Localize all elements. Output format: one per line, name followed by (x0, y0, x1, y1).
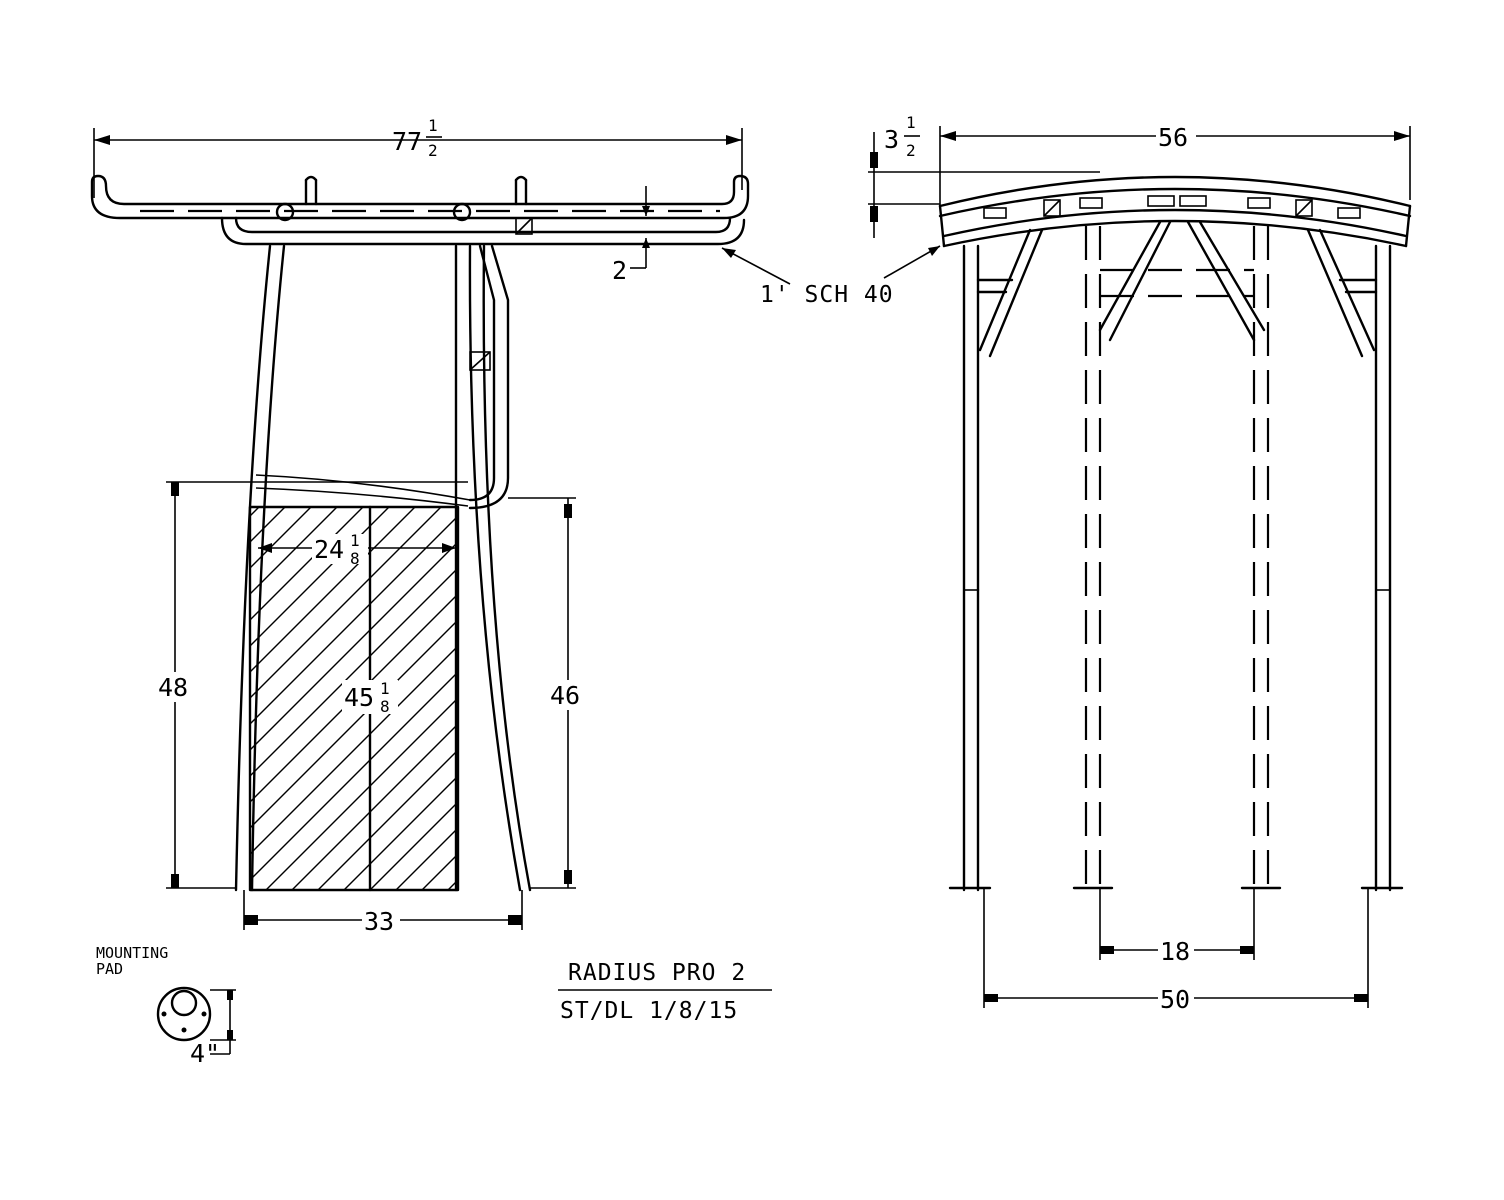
rise-num: 1 (906, 113, 916, 132)
hatch-line (250, 507, 312, 569)
hatch-line (369, 801, 458, 890)
left-leg (234, 244, 286, 892)
pipe-spec-callout: 1' SCH 40 (721, 247, 894, 308)
hatch-line (317, 749, 458, 890)
outer-spacing-label: 50 (1160, 985, 1190, 1014)
right-height-label: 46 (550, 681, 580, 710)
hatch-line (421, 853, 458, 890)
center-leg (454, 244, 532, 892)
lower-rail (220, 202, 746, 246)
dimension-box-width: 24 1 8 (258, 531, 456, 568)
hatch-line (291, 723, 458, 890)
top-width-label: 56 (1158, 123, 1188, 152)
box-height-num: 1 (380, 679, 390, 698)
hatch-line (474, 490, 874, 890)
dimension-outer-spacing: 50 (983, 888, 1369, 1014)
rise-whole: 3 (884, 125, 899, 154)
dimension-rail-drop: 2 (612, 186, 650, 285)
outer-legs (948, 228, 1404, 892)
base-width-label: 33 (364, 907, 394, 936)
hatch-pattern (0, 490, 874, 890)
front-view: 56 3 1 2 (868, 113, 1412, 1014)
hatch-line (250, 507, 338, 595)
dimension-box-height: 45 1 8 (342, 679, 398, 716)
dimension-base-width: 33 (243, 890, 523, 936)
hatch-line (250, 671, 458, 881)
mounting-pad-label-2: PAD (96, 960, 123, 978)
dimension-top-width: 56 (939, 122, 1411, 206)
dimension-overall-width: 77 1 2 (93, 116, 743, 198)
curved-top-frame (938, 175, 1412, 248)
box-width-num: 1 (350, 531, 360, 550)
rail-drop-label: 2 (612, 256, 627, 285)
dimension-rise: 3 1 2 (868, 113, 1100, 238)
box-width-whole: 24 (314, 535, 344, 564)
pipe-spec-label: 1' SCH 40 (760, 282, 894, 308)
overall-width-num: 1 (428, 116, 438, 135)
overall-width-whole: 77 (392, 127, 422, 156)
hatch-line (265, 697, 458, 890)
left-height-label: 48 (158, 673, 188, 702)
title-block: RADIUS PRO 2 ST/DL 1/8/15 (558, 960, 772, 1024)
dimension-left-height: 48 (158, 481, 468, 889)
dimension-right-height: 46 (508, 497, 586, 889)
hatch-line (250, 515, 458, 725)
hatch-line (250, 507, 442, 699)
inner-spacing-label: 18 (1160, 937, 1190, 966)
rise-den: 2 (906, 141, 916, 160)
top-rail (90, 174, 750, 220)
dimension-inner-spacing: 18 (1099, 888, 1255, 966)
mounting-pad: MOUNTING PAD 4" (96, 944, 236, 1068)
mounting-pad-size: 4" (190, 1039, 220, 1068)
model-name: RADIUS PRO 2 (568, 960, 746, 986)
mounting-pad-label-1: MOUNTING (96, 944, 168, 962)
hatch-line (250, 507, 260, 517)
drawn-by-date: ST/DL 1/8/15 (560, 998, 738, 1024)
hatch-line (447, 879, 458, 890)
hatch-line (343, 775, 458, 890)
hatch-line (250, 645, 458, 855)
side-view: 77 1 2 (0, 116, 894, 936)
box-width-den: 8 (350, 549, 360, 568)
console-box (0, 474, 874, 892)
box-height-den: 8 (380, 697, 390, 716)
box-height-whole: 45 (344, 683, 374, 712)
overall-width-den: 2 (428, 141, 438, 160)
hatch-line (0, 490, 250, 890)
inner-legs (1072, 220, 1282, 890)
hatch-line (250, 541, 458, 751)
hatch-line (250, 567, 458, 777)
